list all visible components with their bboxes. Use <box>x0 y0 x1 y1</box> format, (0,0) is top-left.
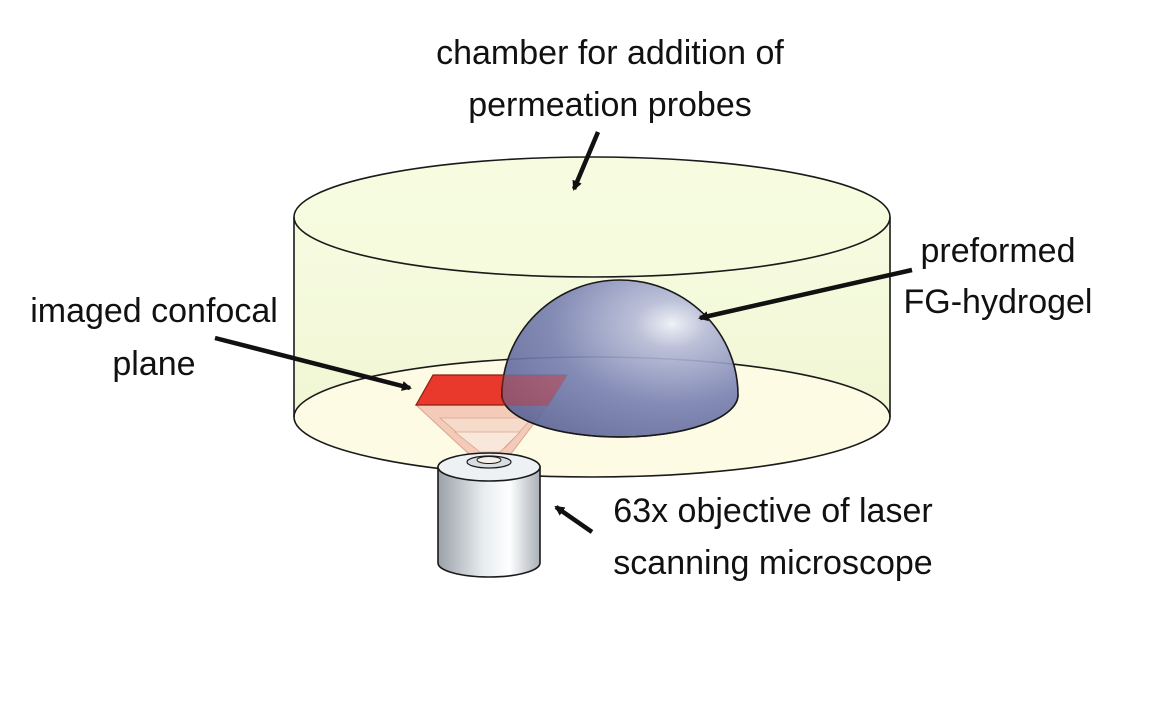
label-objective-line1: 63x objective of laser <box>613 492 932 530</box>
label-chamber-line2: permeation probes <box>468 86 752 124</box>
label-hydrogel-line2: FG-hydrogel <box>904 283 1093 321</box>
objective-lens <box>437 452 541 578</box>
label-chamber-line1: chamber for addition of <box>436 34 784 72</box>
arrow-hydrogel <box>698 267 913 322</box>
label-confocal-line2: plane <box>112 345 195 383</box>
label-objective-line2: scanning microscope <box>613 544 932 582</box>
arrow-confocal-plane <box>214 335 412 391</box>
confocal-plane-overlap <box>502 375 567 405</box>
arrow-chamber <box>571 131 601 191</box>
label-confocal-line1: imaged confocal <box>30 292 278 330</box>
hydrogel-dome <box>501 279 739 438</box>
arrow-objective <box>554 505 594 534</box>
light-cone <box>414 404 550 456</box>
chamber-top-rim <box>293 156 891 278</box>
label-hydrogel-line1: preformed <box>921 232 1076 270</box>
